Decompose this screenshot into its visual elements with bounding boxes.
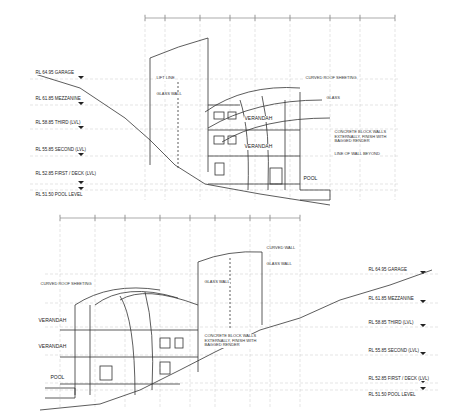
room-label: VERANDAH bbox=[38, 344, 67, 350]
bottom-section bbox=[40, 252, 432, 410]
level-label: RL 64.95 GARAGE bbox=[35, 70, 75, 75]
note-label: GLASS bbox=[326, 96, 340, 101]
room-label: VERANDAH bbox=[38, 318, 67, 324]
note-label: CONCRETE BLOCK WALLS EXTERNALLY, FINISH … bbox=[204, 334, 257, 348]
room-label: POOL bbox=[303, 176, 318, 182]
top-section bbox=[35, 38, 330, 205]
note-label: GLASS WALL bbox=[266, 262, 292, 267]
note-label: CURVED ROOF SHEETING bbox=[305, 76, 357, 81]
note-label: CONCRETE BLOCK WALLS EXTERNALLY, FINISH … bbox=[334, 130, 387, 144]
note-label: CURVED ROOF SHEETING bbox=[40, 282, 92, 287]
level-label: RL 58.85 THIRD (LVL) bbox=[35, 120, 81, 125]
note-label: CURVED WALL bbox=[266, 246, 296, 251]
level-label: RL 58.85 THIRD (LVL) bbox=[368, 320, 414, 325]
dimension-lines bbox=[60, 15, 395, 221]
grid-lines bbox=[30, 14, 440, 408]
level-label: RL 55.85 SECOND (LVL) bbox=[35, 147, 87, 152]
room-label: VERANDAH bbox=[244, 116, 273, 122]
level-label: RL 64.95 GARAGE bbox=[368, 267, 408, 272]
level-label: RL 61.85 MEZZANINE bbox=[35, 96, 81, 101]
note-label: LINE OF WALL BEYOND bbox=[334, 152, 380, 157]
level-label: RL 55.85 SECOND (LVL) bbox=[368, 348, 420, 353]
room-label: VERANDAH bbox=[244, 144, 273, 150]
level-label: RL 51.50 POOL LEVEL bbox=[35, 192, 83, 197]
level-label: RL 52.85 FIRST / DECK (LVL) bbox=[35, 171, 96, 176]
level-label: RL 51.50 POOL LEVEL bbox=[368, 392, 416, 397]
level-label: RL 52.85 FIRST / DECK (LVL) bbox=[368, 376, 429, 381]
room-label: POOL bbox=[50, 375, 65, 381]
level-label: RL 61.85 MEZZANINE bbox=[368, 296, 414, 301]
note-label: GLASS WALL bbox=[204, 280, 230, 285]
note-label: LIFT LINE bbox=[156, 76, 175, 81]
note-label: GLASS WALL bbox=[156, 92, 182, 97]
